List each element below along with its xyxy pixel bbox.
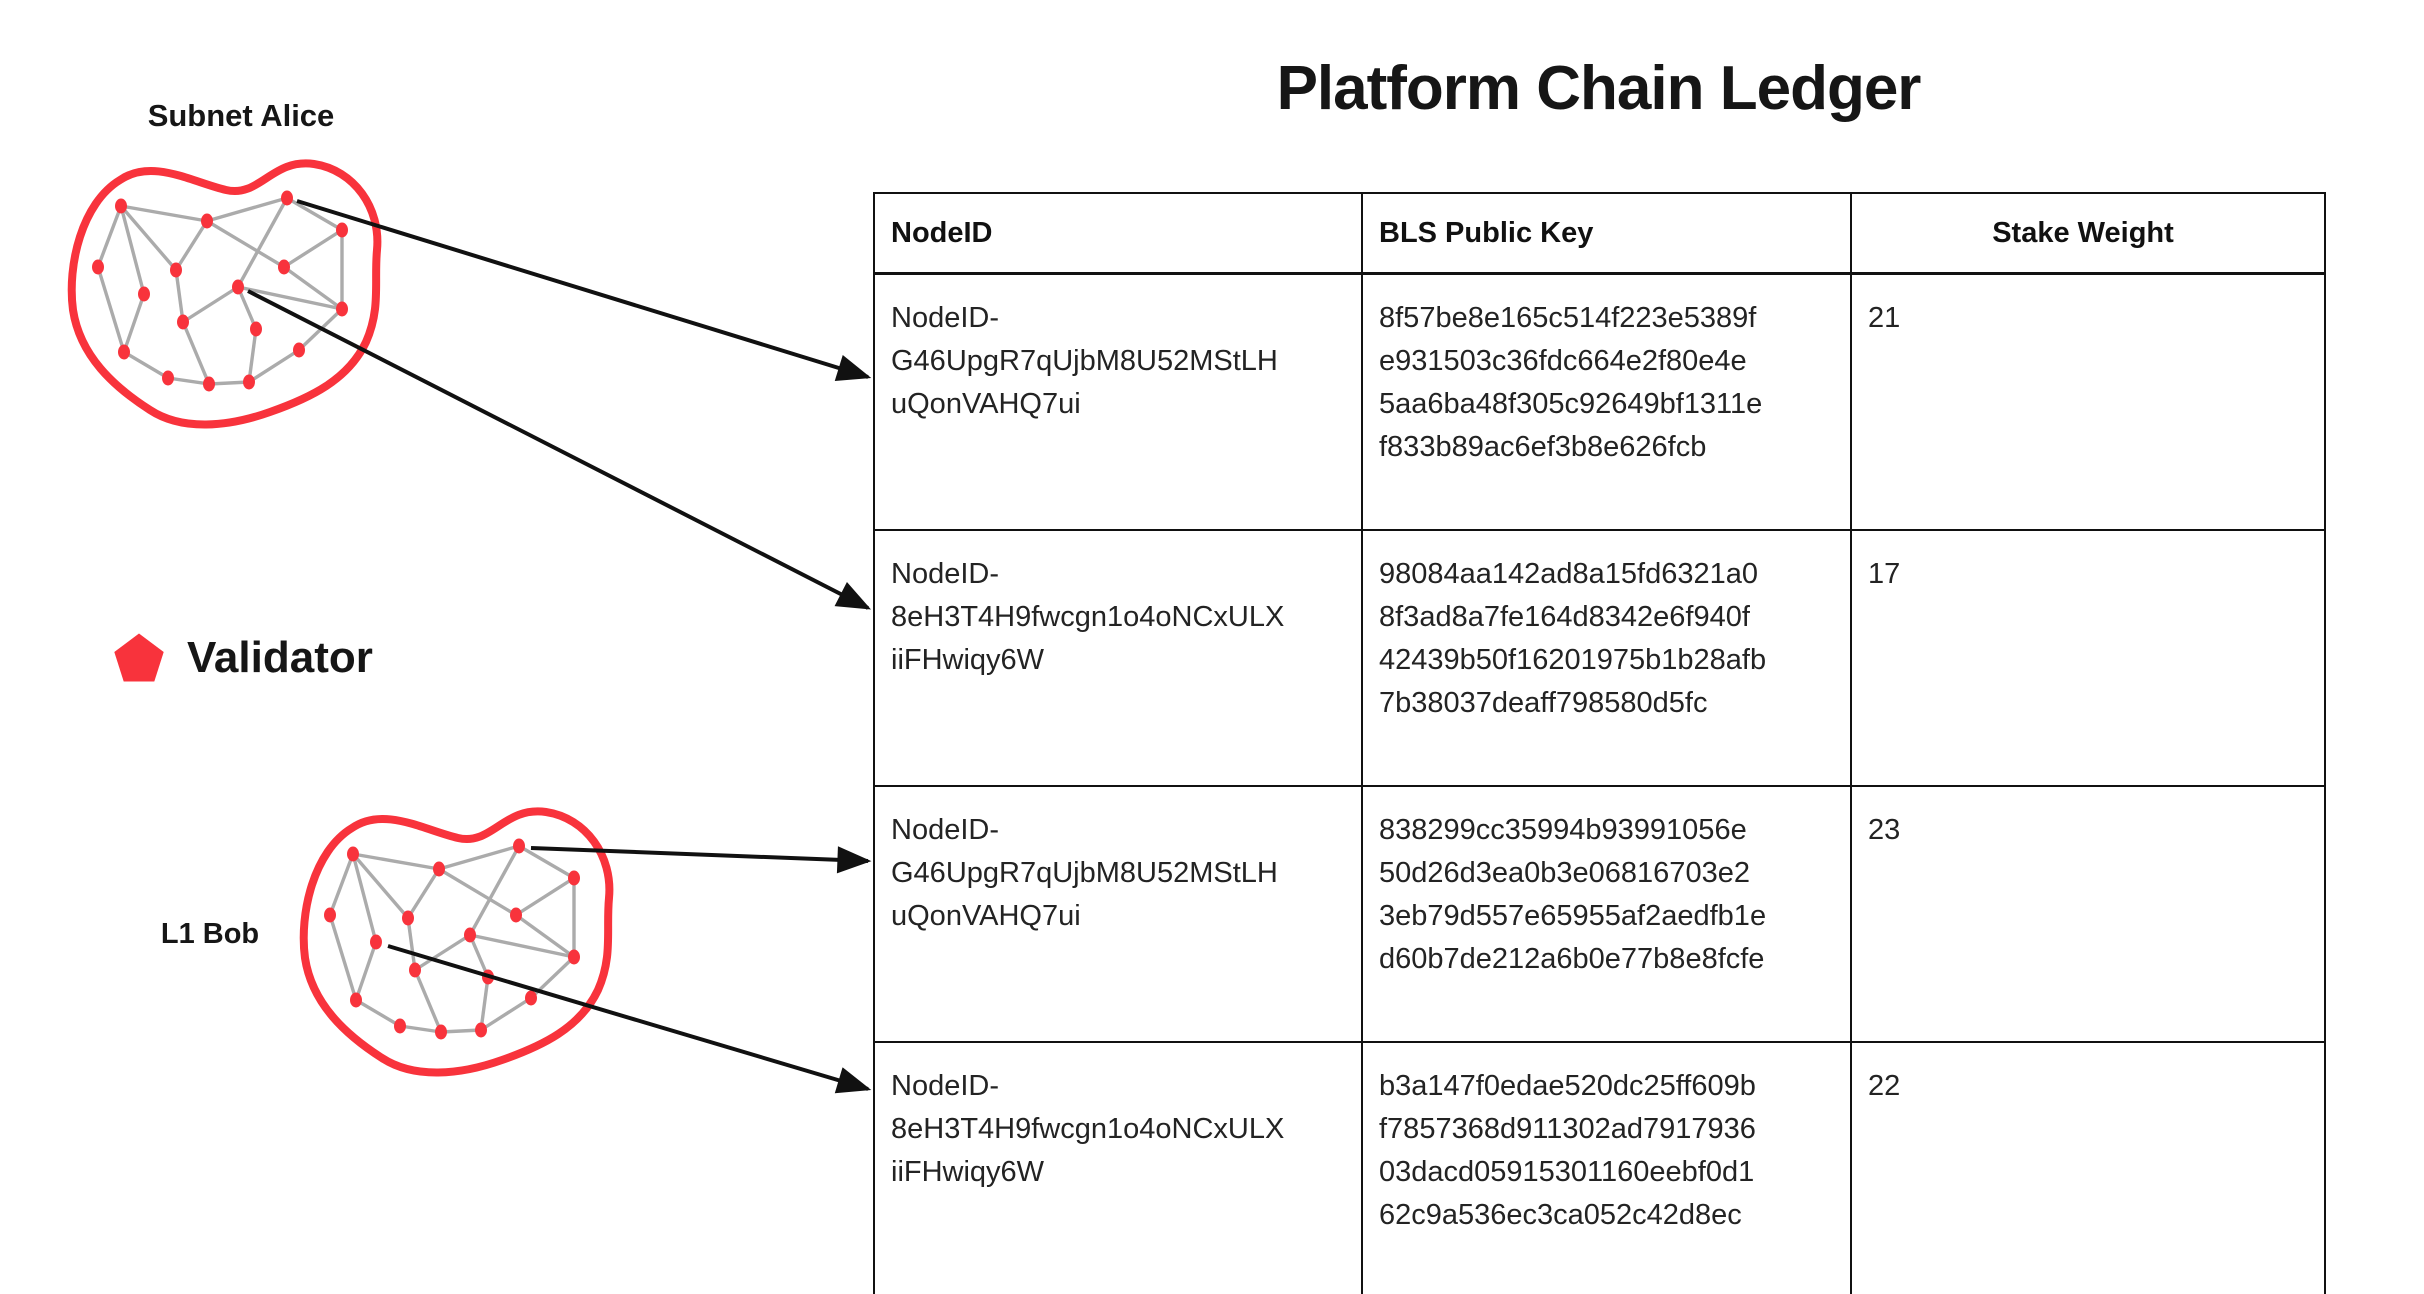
bls-public-key-cell: 98084aa142ad8a15fd6321a0 8f3ad8a7fe164d8… — [1361, 529, 1852, 787]
col-header-nodeid: NodeID — [873, 192, 1363, 275]
arrow-alice-to-row1 — [296, 199, 872, 381]
stake-weight-cell: 23 — [1850, 785, 2326, 1043]
nodeid-cell: NodeID- 8eH3T4H9fwcgn1o4oNCxULX iiFHwiqy… — [873, 529, 1363, 787]
bls-public-key-cell: 838299cc35994b93991056e 50d26d3ea0b3e068… — [1361, 785, 1852, 1043]
table-row: NodeID- 8eH3T4H9fwcgn1o4oNCxULX iiFHwiqy… — [873, 529, 2326, 787]
nodeid-cell: NodeID- G46UpgR7qUjbM8U52MStLH uQonVAHQ7… — [873, 785, 1363, 1043]
bls-public-key-cell: b3a147f0edae520dc25ff609b f7857368d91130… — [1361, 1041, 1852, 1294]
table-row: NodeID- G46UpgR7qUjbM8U52MStLH uQonVAHQ7… — [873, 272, 2326, 531]
table-row: NodeID- G46UpgR7qUjbM8U52MStLH uQonVAHQ7… — [873, 785, 2326, 1043]
col-header-stake-weight: Stake Weight — [1850, 192, 2326, 275]
stake-weight-cell: 17 — [1850, 529, 2326, 787]
stake-weight-cell: 21 — [1850, 272, 2326, 531]
validator-pentagon-icon — [114, 633, 164, 682]
l1-bob-graph — [304, 811, 610, 1072]
stake-weight-cell: 22 — [1850, 1041, 2326, 1294]
page-title: Platform Chain Ledger — [1276, 54, 1922, 123]
l1-bob-label: L1 Bob — [160, 918, 260, 950]
validator-legend: Validator — [113, 630, 373, 686]
nodeid-cell: NodeID- G46UpgR7qUjbM8U52MStLH uQonVAHQ7… — [873, 272, 1363, 531]
arrow-alice-to-row2 — [247, 289, 872, 610]
arrow-bob-to-row3 — [530, 846, 872, 874]
ledger-table: NodeID BLS Public Key Stake Weight NodeI… — [873, 192, 2326, 1294]
validator-label: Validator — [187, 633, 373, 682]
subnet-alice-label: Subnet Alice — [147, 98, 335, 133]
arrow-bob-to-row4 — [387, 944, 872, 1094]
bls-public-key-cell: 8f57be8e165c514f223e5389f e931503c36fdc6… — [1361, 272, 1852, 531]
nodeid-cell: NodeID- 8eH3T4H9fwcgn1o4oNCxULX iiFHwiqy… — [873, 1041, 1363, 1294]
subnet-alice-graph — [72, 163, 378, 424]
col-header-bls-public-key: BLS Public Key — [1361, 192, 1852, 275]
header-row: NodeID BLS Public Key Stake Weight — [873, 192, 2326, 275]
table-row: NodeID- 8eH3T4H9fwcgn1o4oNCxULX iiFHwiqy… — [873, 1041, 2326, 1294]
